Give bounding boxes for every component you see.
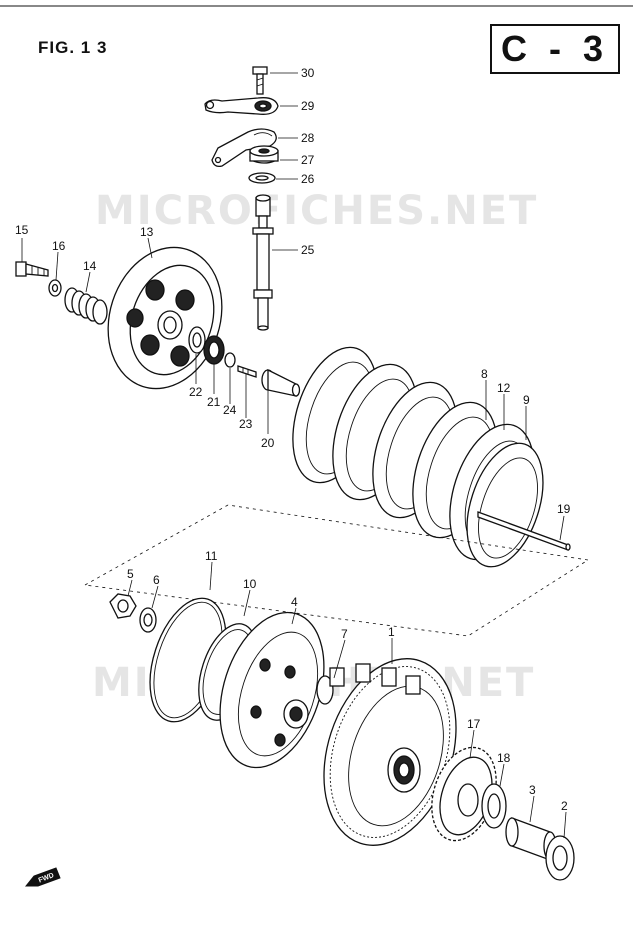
- callout-6: 6: [153, 573, 160, 587]
- callout-10: 10: [243, 577, 257, 591]
- part-25-shaft: [252, 194, 274, 331]
- callout-11: 11: [205, 549, 218, 563]
- pressure-plate-group: [15, 237, 301, 434]
- callout-3: 3: [529, 783, 536, 797]
- callout-30: 30: [301, 66, 315, 80]
- callout-12: 12: [497, 381, 511, 395]
- callout-9: 9: [523, 393, 530, 407]
- part-19-push-rod: [477, 511, 571, 551]
- clutch-plate-stack: [292, 346, 571, 568]
- callout-28: 28: [301, 131, 315, 145]
- figure-label: FIG. 1 3: [38, 38, 108, 57]
- part-13-pressure-plate: [107, 246, 223, 390]
- plates: [292, 346, 544, 568]
- assembly-outline-dashed: [83, 504, 590, 637]
- callout-23: 23: [239, 417, 253, 431]
- callout-21: 21: [207, 395, 221, 409]
- callout-16: 16: [52, 239, 66, 253]
- part-15-bolt: [15, 261, 49, 277]
- part-5-nut: [109, 593, 137, 619]
- part-29-lever: [204, 97, 279, 115]
- fwd-arrow-icon: FWD: [24, 867, 61, 887]
- clutch-housing-group: [109, 561, 575, 881]
- callout-29: 29: [301, 99, 315, 113]
- part-20-push-piece: [261, 368, 301, 397]
- part-4-clutch-hub: [219, 611, 325, 769]
- callout-1: 1: [388, 625, 395, 639]
- part-14-spring: [64, 287, 108, 325]
- callout-27: 27: [301, 153, 315, 167]
- part-30-screw: [252, 66, 268, 95]
- part-26-washer: [248, 172, 276, 184]
- part-23-pin: [237, 365, 257, 378]
- release-arm-assembly: [204, 66, 298, 331]
- part-7-washer: [316, 675, 334, 705]
- part-24-washer: [224, 352, 236, 368]
- part-28-arm: [211, 128, 277, 168]
- callout-24: 24: [223, 403, 237, 417]
- callout-19: 19: [557, 502, 571, 516]
- part-17-gear: [431, 746, 497, 842]
- callout-5: 5: [127, 567, 134, 581]
- callout-14: 14: [83, 259, 97, 273]
- callout-18: 18: [497, 751, 511, 765]
- watermark-top: MICROFICHES.NET: [95, 188, 539, 234]
- callout-17: 17: [467, 717, 481, 731]
- callout-25: 25: [301, 243, 315, 257]
- callout-4: 4: [291, 595, 298, 609]
- callout-15: 15: [15, 223, 29, 237]
- callout-labels: 30 29 28 27 26 25 15 16 13 14 22 21 24 2…: [15, 66, 571, 813]
- callout-13: 13: [140, 225, 154, 239]
- callout-7: 7: [341, 627, 348, 641]
- part-21-bearing: [203, 335, 225, 365]
- callout-8: 8: [481, 367, 488, 381]
- callout-20: 20: [261, 436, 275, 450]
- part-27-nut: [249, 145, 279, 164]
- callout-26: 26: [301, 172, 315, 186]
- section-label: C - 3: [490, 24, 620, 74]
- callout-22: 22: [189, 385, 203, 399]
- callout-2: 2: [561, 799, 568, 813]
